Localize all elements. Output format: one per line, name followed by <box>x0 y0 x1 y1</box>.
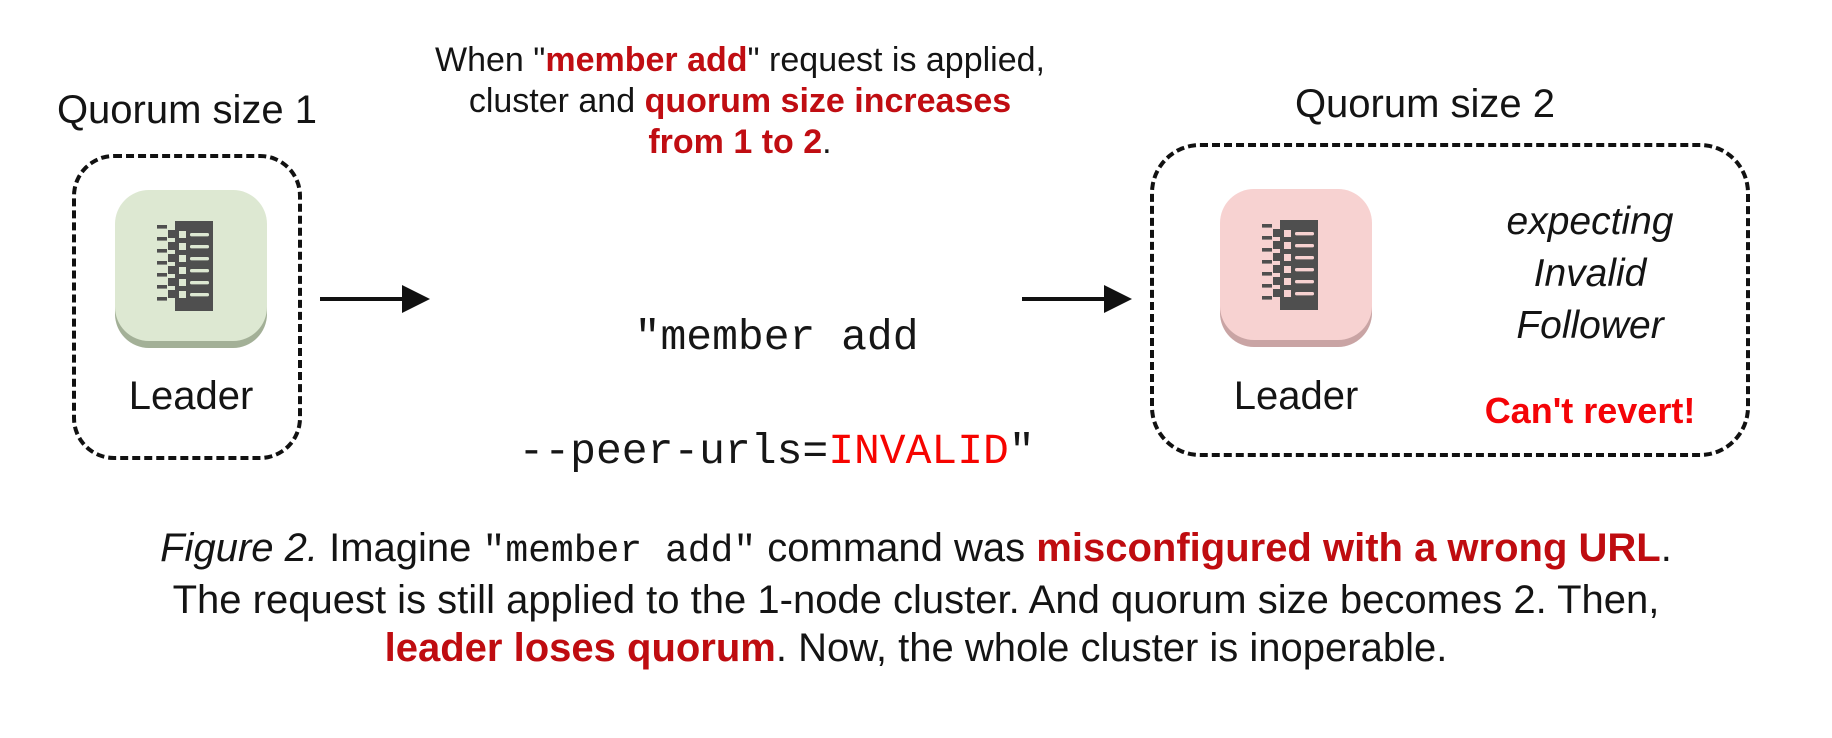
expecting-invalid-follower-note: expecting Invalid Follower <box>1440 196 1740 352</box>
command-line-1: "member add <box>634 313 919 362</box>
annotation-text: . <box>822 123 832 161</box>
caption-em-misconfigured: misconfigured with a wrong URL <box>1036 526 1661 570</box>
caption-text: The request is still applied to the 1-no… <box>172 578 1660 622</box>
caption-text: Imagine <box>317 526 483 570</box>
caption-text: command was <box>756 526 1037 570</box>
annotation-em-member-add: member add <box>545 41 748 79</box>
note-line: Invalid <box>1533 252 1647 295</box>
member-add-annotation: When "member add" request is applied, cl… <box>370 40 1110 163</box>
caption-text: . Now, the whole cluster is inoperable. <box>775 626 1448 670</box>
command-invalid-url: INVALID <box>828 427 1009 476</box>
left-cluster-box <box>72 154 302 460</box>
caption-text: . <box>1660 526 1672 570</box>
caption-em-leader-loses-quorum: leader loses quorum <box>384 626 776 670</box>
annotation-text: When " <box>435 41 546 79</box>
annotation-em-from-1-to-2: from 1 to 2 <box>648 123 823 161</box>
member-list-icon <box>1262 220 1318 310</box>
right-panel-title: Quorum size 2 <box>1294 82 1556 126</box>
right-cluster-box <box>1150 143 1750 457</box>
leader-node-tile-broken <box>1220 189 1372 340</box>
command-close-quote: " <box>1008 427 1035 476</box>
member-add-command: "member add --peer-urls=INVALID" <box>380 252 1070 537</box>
command-line-2: --peer-urls= <box>518 427 829 476</box>
left-panel-title: Quorum size 1 <box>56 88 318 132</box>
annotation-em-quorum-increase: quorum size increases <box>644 82 1012 120</box>
note-line: Follower <box>1516 304 1664 347</box>
leader-node-tile-healthy <box>115 190 267 341</box>
figure-caption: Figure 2. Imagine "member add" command w… <box>0 524 1832 672</box>
right-node-label: Leader <box>1233 374 1359 418</box>
annotation-text: cluster and <box>468 82 645 120</box>
figure-label: Figure 2. <box>160 526 318 570</box>
cant-revert-warning: Can't revert! <box>1484 390 1696 431</box>
left-node-label: Leader <box>128 374 254 418</box>
annotation-text: " request is applied, <box>747 41 1045 79</box>
note-line: expecting <box>1506 200 1674 243</box>
member-list-icon <box>157 221 213 311</box>
caption-code-member-add: "member add" <box>482 530 757 573</box>
